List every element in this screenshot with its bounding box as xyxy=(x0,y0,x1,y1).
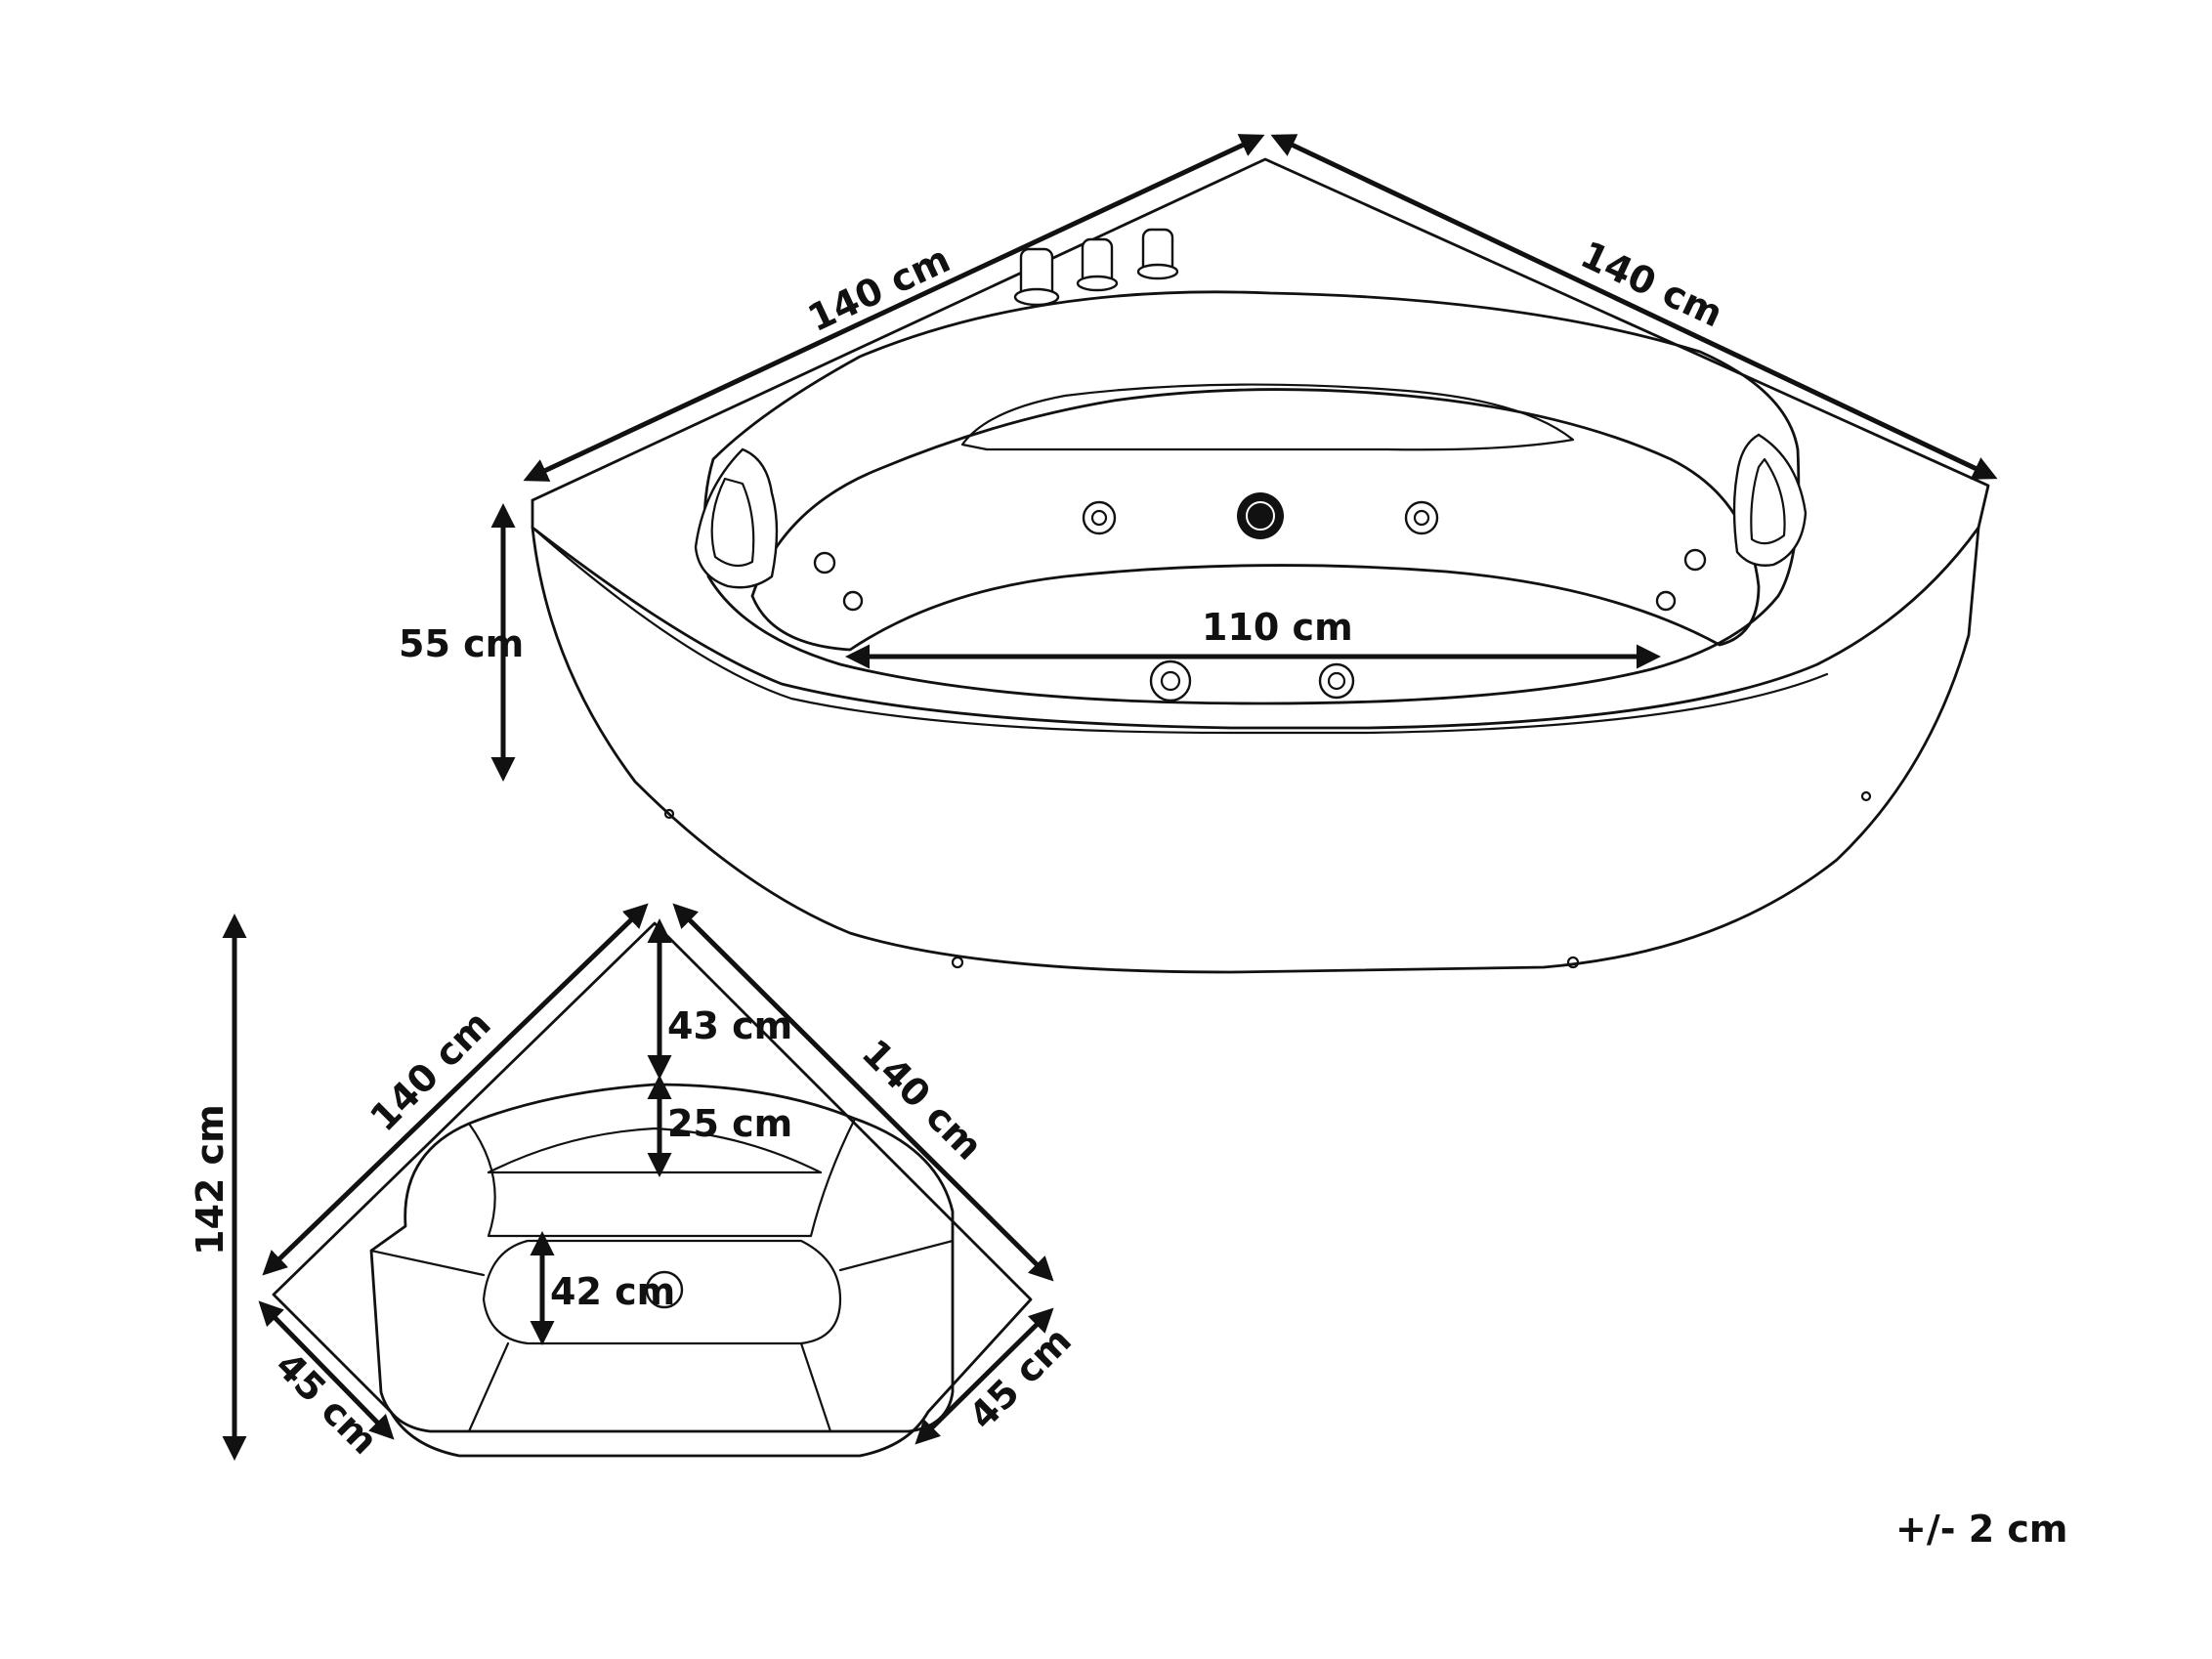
tub-apron xyxy=(531,526,1980,974)
dim-edge-right xyxy=(1270,134,1998,480)
tub-rim-edge xyxy=(531,498,1980,730)
tub-back-bench xyxy=(960,383,1575,451)
dim-top-edge-left xyxy=(262,903,649,1276)
label-inner-width: 110 cm xyxy=(1202,606,1353,649)
label-corner-inner: 43 cm xyxy=(667,1004,792,1047)
headrest-right xyxy=(1732,433,1808,567)
headrest-left-pad xyxy=(710,477,755,568)
top-outline xyxy=(272,921,1033,1458)
label-front-right: 45 cm xyxy=(960,1319,1080,1438)
tolerance-note: +/- 2 cm xyxy=(1895,1508,2068,1551)
label-inner-step: 25 cm xyxy=(667,1102,792,1145)
label-edge-right: 140 cm xyxy=(1574,233,1729,335)
drain-icon xyxy=(1237,492,1284,539)
dim-top-edge-right xyxy=(672,903,1054,1282)
label-seat-depth: 42 cm xyxy=(550,1270,675,1313)
headrest-left xyxy=(694,447,779,589)
tub-rim-edge-lower xyxy=(531,526,1829,735)
dim-front-right xyxy=(915,1307,1054,1445)
headrest-right-pad xyxy=(1750,457,1786,545)
dim-edge-left xyxy=(523,134,1265,482)
label-front-left: 45 cm xyxy=(268,1343,387,1463)
top-view: 140 cm 140 cm 142 cm 45 cm 45 cm 43 cm 2… xyxy=(189,903,1080,1463)
label-height: 55 cm xyxy=(399,622,524,665)
label-top-depth: 142 cm xyxy=(189,1104,232,1255)
jets xyxy=(813,500,1707,702)
perspective-view: 140 cm 140 cm 55 cm 110 cm xyxy=(399,134,1998,974)
dim-front-left xyxy=(258,1300,395,1440)
